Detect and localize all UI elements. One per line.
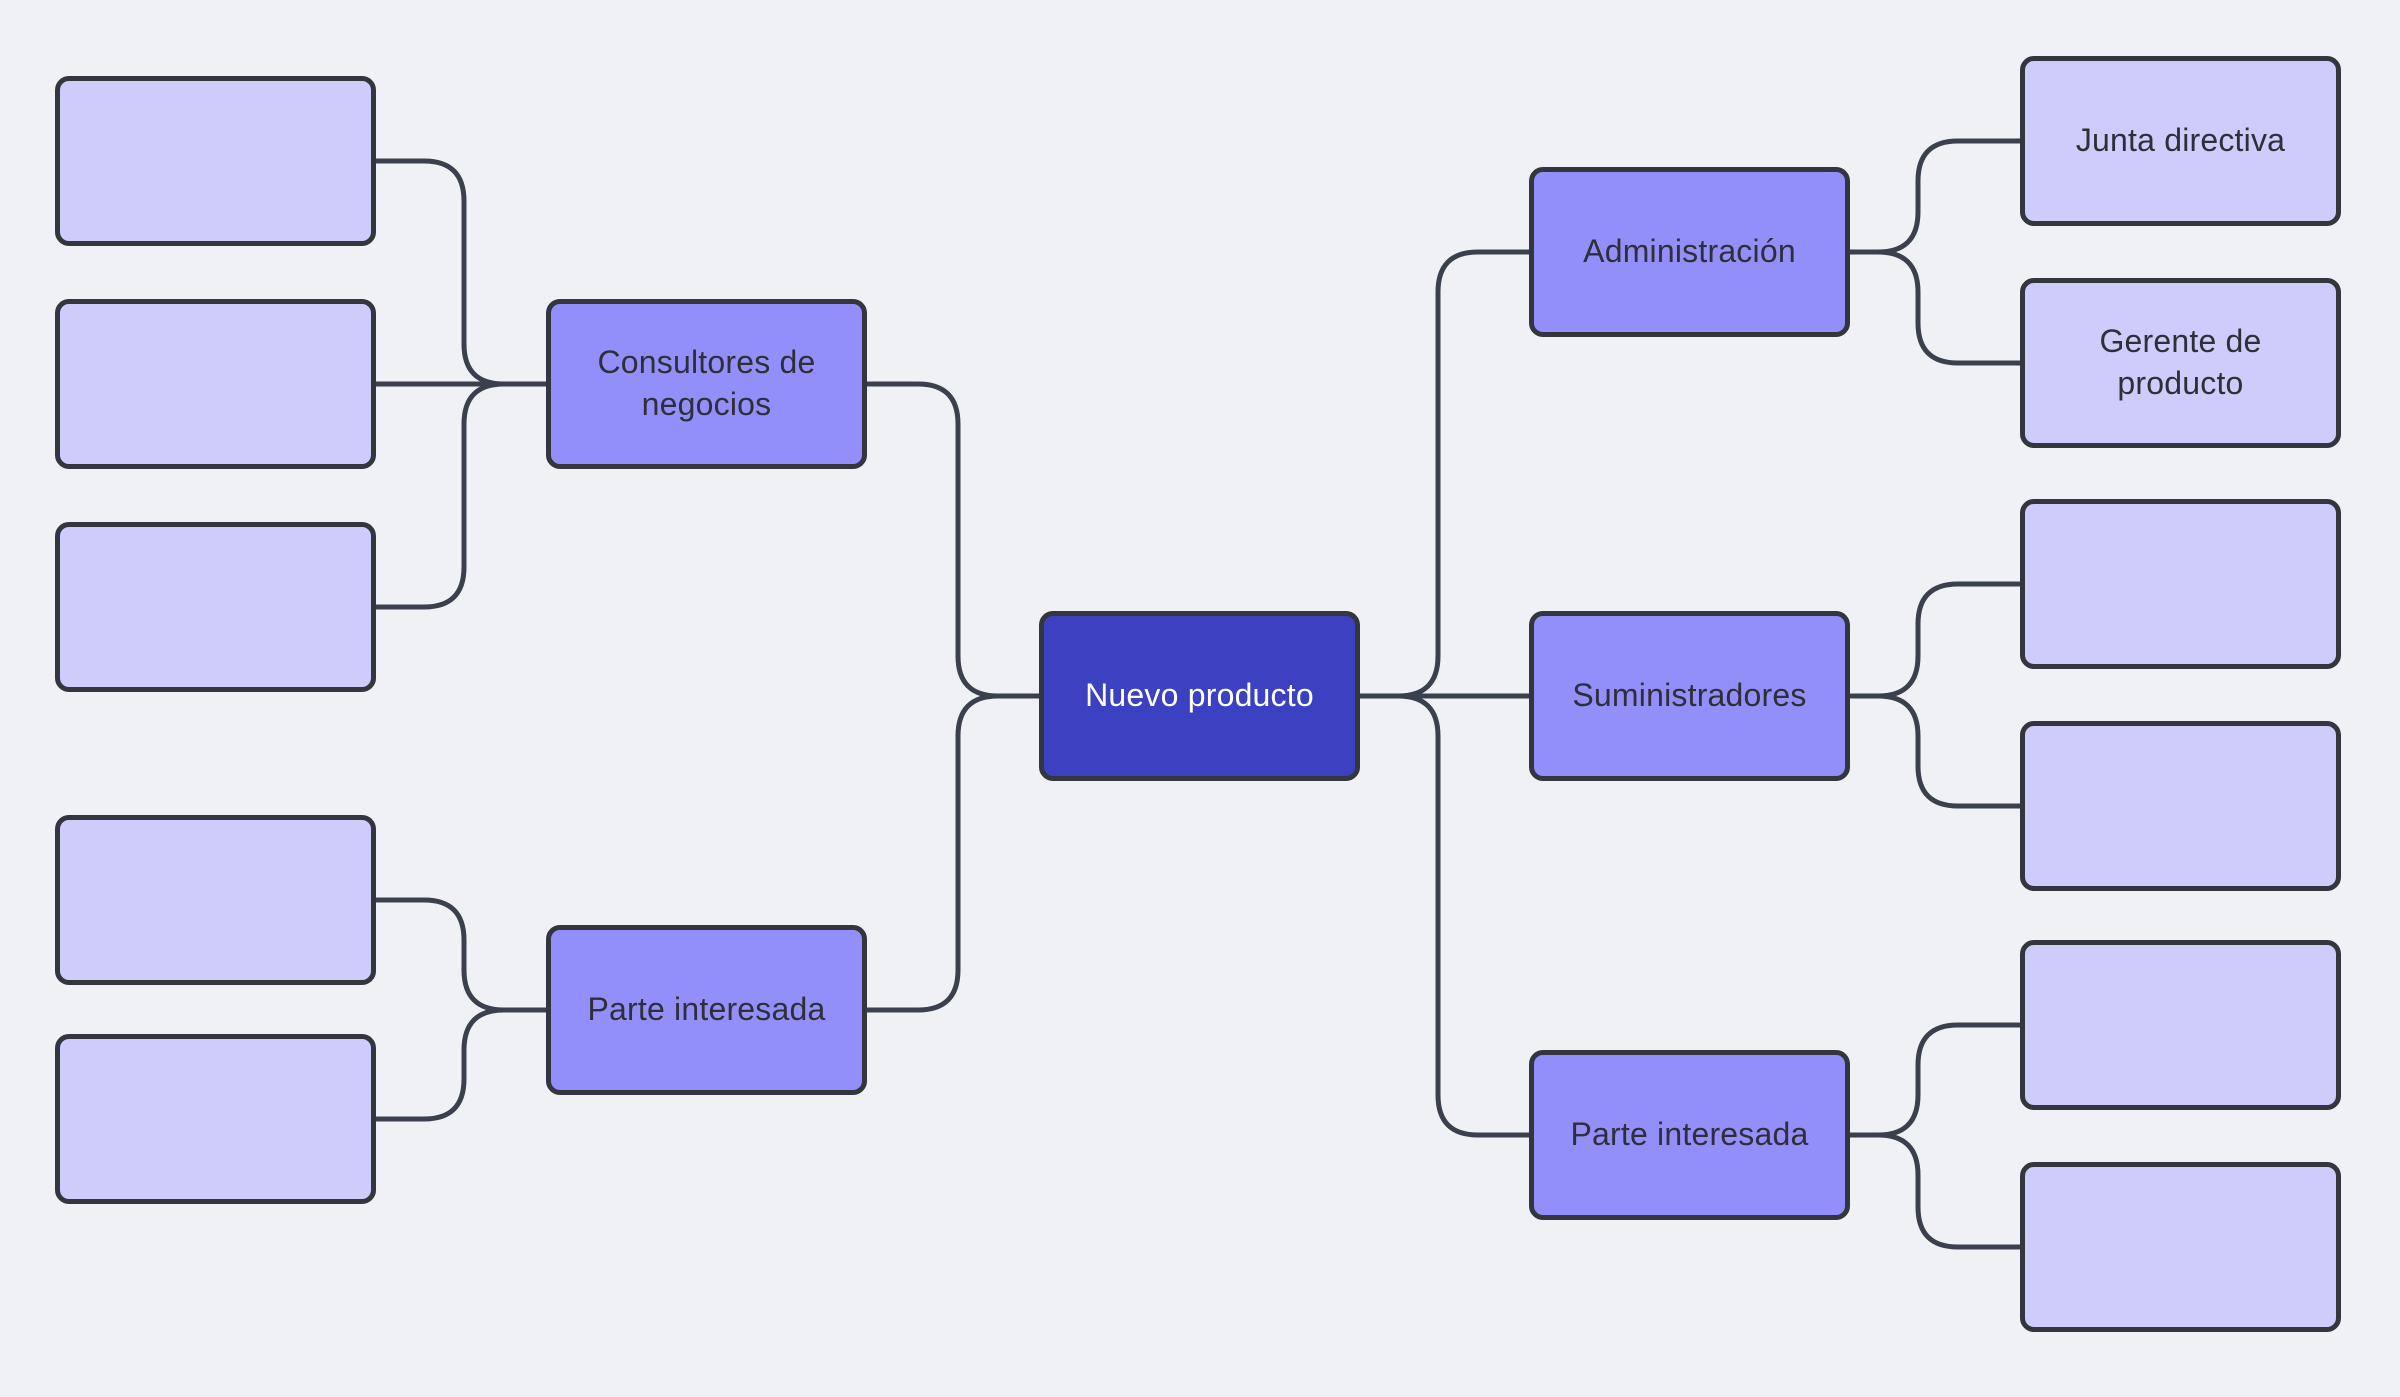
- connector-parte-right-child-1: [1847, 1022, 2023, 1138]
- node-administracion[interactable]: Administración: [1529, 167, 1850, 337]
- connector-consultores-child-3: [373, 381, 549, 610]
- connector-root-parte-right: [1395, 693, 1532, 1138]
- node-consultores-label: Consultores de negocios: [597, 344, 816, 422]
- connector-parte-left-child-1: [373, 897, 549, 1013]
- node-consultores-child-2[interactable]: [55, 299, 376, 469]
- node-parte-right-child-2[interactable]: [2020, 1162, 2341, 1332]
- connector-consultores-child-1: [373, 158, 549, 387]
- node-consultores-child-1[interactable]: [55, 76, 376, 246]
- connector-parte-right-child-2: [1847, 1132, 2023, 1250]
- node-root-label: Nuevo producto: [1085, 677, 1314, 714]
- node-sum-child-2[interactable]: [2020, 721, 2341, 891]
- node-parte-left-child-2[interactable]: [55, 1034, 376, 1204]
- node-parte-interesada-right-label: Parte interesada: [1570, 1116, 1809, 1153]
- connector-sum-child-1: [1847, 581, 2023, 699]
- connector-root-parte-left: [864, 693, 1042, 1013]
- node-consultores-child-3[interactable]: [55, 522, 376, 692]
- node-parte-left-child-1[interactable]: [55, 815, 376, 985]
- node-root[interactable]: Nuevo producto: [1039, 611, 1360, 781]
- connector-root-administracion: [1395, 249, 1532, 699]
- node-suministradores-label: Suministradores: [1572, 677, 1807, 714]
- node-gerente-producto[interactable]: Gerente de producto: [2020, 278, 2341, 448]
- node-junta-directiva[interactable]: Junta directiva: [2020, 56, 2341, 226]
- node-suministradores[interactable]: Suministradores: [1529, 611, 1850, 781]
- connector-admin-junta: [1847, 138, 2023, 255]
- connector-sum-child-2: [1847, 693, 2023, 809]
- node-administracion-label: Administración: [1583, 233, 1796, 270]
- node-junta-directiva-label: Junta directiva: [2075, 122, 2286, 159]
- connector-admin-gerente: [1847, 249, 2023, 366]
- node-parte-interesada-left[interactable]: Parte interesada: [546, 925, 867, 1095]
- node-consultores[interactable]: Consultores de negocios: [546, 299, 867, 469]
- node-parte-interesada-left-label: Parte interesada: [587, 991, 826, 1028]
- connector-parte-left-child-2: [373, 1007, 549, 1122]
- node-parte-interesada-right[interactable]: Parte interesada: [1529, 1050, 1850, 1220]
- node-sum-child-1[interactable]: [2020, 499, 2341, 669]
- node-parte-right-child-1[interactable]: [2020, 940, 2341, 1110]
- node-gerente-producto-label: Gerente de producto: [2099, 323, 2262, 401]
- connector-root-consultores: [864, 381, 1042, 699]
